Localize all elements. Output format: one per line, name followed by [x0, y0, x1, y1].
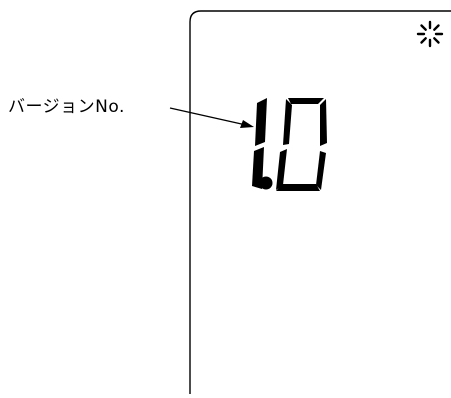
- digit-0-segment-b: [320, 99, 327, 146]
- lcd-digit-0: [276, 98, 327, 191]
- callout-leader-line: [169, 107, 247, 126]
- digit-0-segment-a: [288, 98, 324, 104]
- lcd-panel-outline: [189, 10, 451, 394]
- loading-spinner-icon: [416, 20, 444, 48]
- digit-0-segment-f: [283, 99, 292, 145]
- lcd-digit-1: [252, 98, 267, 189]
- digit-1-segment-b: [255, 98, 267, 146]
- callout-arrowhead: [240, 120, 254, 128]
- digit-0-segment-c: [316, 151, 326, 190]
- digit-0-segment-e: [276, 149, 287, 190]
- digit-0-segment-d: [276, 184, 320, 191]
- version-number-label: バージョンNo.: [8, 97, 125, 117]
- lcd-decimal-point: [259, 176, 273, 190]
- digit-1-segment-c: [252, 147, 264, 189]
